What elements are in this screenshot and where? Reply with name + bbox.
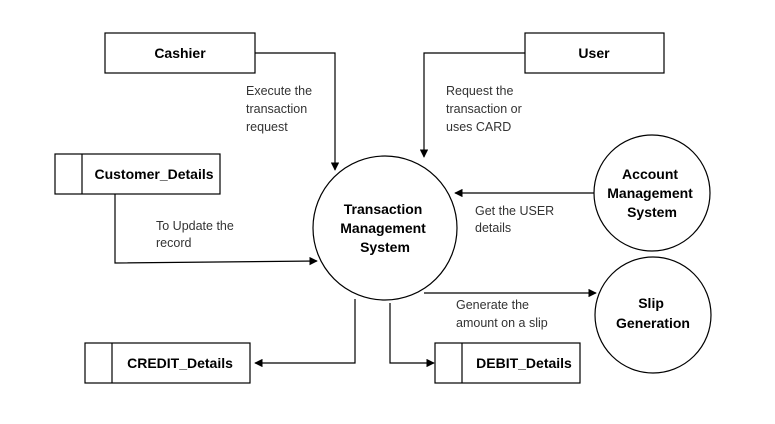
flow-label-generate-amount: Generate the amount on a slip (456, 298, 548, 330)
process-account-label: Account Management System (607, 166, 696, 220)
flow-label-request-transaction: Request the transaction or uses CARD (446, 84, 525, 134)
store-customer-details[interactable]: Customer_Details (54, 153, 221, 195)
edges (114, 52, 597, 368)
edge-customer-details-to-transaction (114, 194, 318, 266)
flow-label-get-user-details: Get the USER details (475, 204, 558, 235)
edge-user-to-transaction (419, 52, 525, 158)
process-slip-label: Slip Generation (616, 295, 690, 331)
store-debit-details-label: DEBIT_Details (476, 355, 572, 371)
process-slip-generation[interactable]: Slip Generation (594, 256, 712, 374)
entity-cashier-label: Cashier (154, 45, 206, 61)
process-transaction-management[interactable]: Transaction Management System (312, 155, 458, 301)
edge-transaction-to-credit (254, 299, 356, 368)
store-debit-details[interactable]: DEBIT_Details (434, 342, 581, 384)
store-customer-details-label: Customer_Details (94, 166, 213, 182)
flow-label-execute-request: Execute the transaction request (246, 84, 316, 134)
flow-label-update-record: To Update the record (156, 219, 237, 250)
edge-transaction-to-debit (389, 303, 435, 368)
process-transaction-label: Transaction Management System (340, 201, 429, 255)
store-credit-details-label: CREDIT_Details (127, 355, 233, 371)
store-credit-details[interactable]: CREDIT_Details (84, 342, 251, 384)
entity-user-label: User (578, 45, 610, 61)
entity-user[interactable]: User (524, 32, 665, 74)
entity-cashier[interactable]: Cashier (104, 32, 256, 74)
process-account-management[interactable]: Account Management System (593, 134, 711, 252)
